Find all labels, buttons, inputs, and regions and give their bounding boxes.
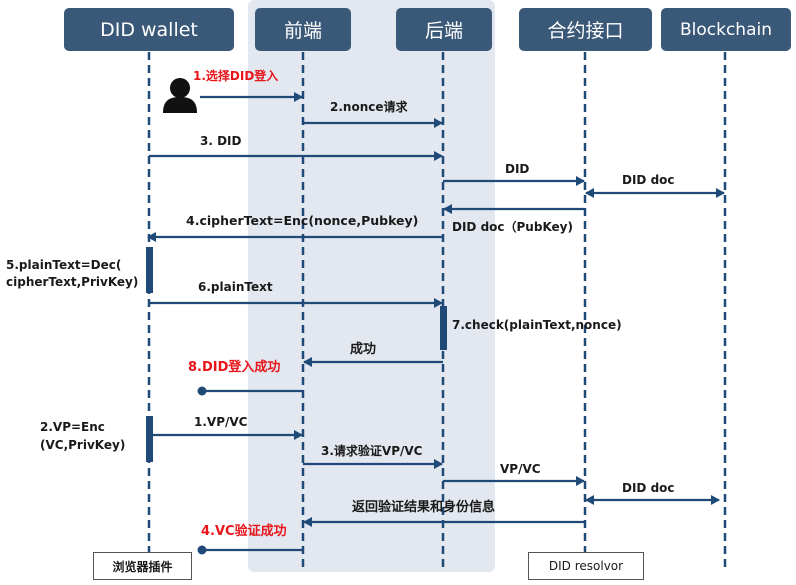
- participant-contract: 合约接口: [519, 8, 652, 51]
- note-plaintext-dec-line1: 5.plainText=Dec(: [6, 258, 122, 272]
- msg-vp-vc-contract: VP/VC: [500, 462, 541, 476]
- msg-success: 成功: [350, 342, 377, 357]
- did-resolver-box: DID resolvor: [528, 552, 644, 580]
- msg-did-contract: DID: [505, 162, 530, 176]
- participant-wallet: DID wallet: [64, 8, 234, 51]
- msg-did-doc: DID doc: [622, 173, 675, 187]
- note-check: 7.check(plainText,nonce): [452, 318, 622, 332]
- msg-nonce-request: 2.nonce请求: [330, 100, 408, 114]
- endpoint-dot-vc: [197, 545, 207, 555]
- msg-plaintext: 6.plainText: [198, 280, 273, 294]
- msg-verify-request: 3.请求验证VP/VC: [321, 444, 423, 458]
- shaded-region: [248, 0, 495, 572]
- note-plaintext-dec-line2: cipherText,PrivKey): [6, 275, 139, 289]
- msg-select-login: 1.选择DID登入: [193, 69, 279, 83]
- msg-did: 3. DID: [200, 134, 242, 148]
- participant-backend: 后端: [396, 8, 492, 51]
- msg-did-doc-2: DID doc: [622, 481, 675, 495]
- msg-vc-success: 4.VC验证成功: [201, 524, 287, 539]
- msg-vp-vc: 1.VP/VC: [194, 415, 248, 429]
- note-vp-enc-line2: (VC,PrivKey): [40, 438, 126, 452]
- msg-did-doc-pubkey: DID doc（PubKey): [452, 220, 573, 234]
- browser-plugin-box: 浏览器插件: [93, 552, 192, 580]
- activation-wallet-2: [146, 416, 153, 462]
- note-vp-enc-line1: 2.VP=Enc: [40, 420, 105, 434]
- msg-login-success: 8.DID登入成功: [188, 360, 281, 375]
- endpoint-dot-login: [197, 386, 207, 396]
- participant-chain: Blockchain: [661, 8, 791, 51]
- msg-ciphertext: 4.cipherText=Enc(nonce,Pubkey): [186, 213, 419, 228]
- msg-verify-result: 返回验证结果和身份信息: [352, 500, 496, 515]
- user-icon: [163, 78, 197, 113]
- activation-backend: [440, 306, 447, 350]
- participant-frontend: 前端: [255, 8, 351, 51]
- activation-wallet-1: [146, 247, 153, 293]
